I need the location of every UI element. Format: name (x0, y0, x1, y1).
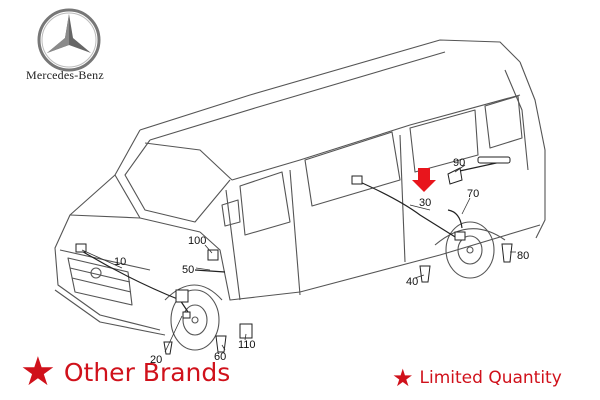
mercedes-star-icon (37, 8, 101, 72)
callout-100: 100 (188, 235, 207, 247)
callout-20: 20 (150, 354, 163, 366)
callout-70: 70 (467, 188, 480, 200)
rear-wheel (445, 221, 495, 279)
callout-50: 50 (182, 264, 195, 276)
highlight-arrow-icon (412, 168, 436, 192)
promo-other-brands: ★ Other Brands (20, 352, 230, 392)
brand-name: Mercedes-Benz (26, 68, 104, 82)
callout-30: 30 (419, 197, 432, 209)
front-wheel (170, 289, 220, 351)
callout-90: 90 (453, 157, 466, 169)
callout-60: 60 (214, 351, 227, 363)
callout-110: 110 (238, 339, 256, 351)
callout-40: 40 (406, 276, 419, 288)
callout-80: 80 (517, 250, 530, 262)
star-icon: ★ (20, 349, 56, 395)
callout-10: 10 (114, 256, 127, 268)
callout-leaders (81, 164, 516, 353)
promo-right-text: Limited Quantity (419, 368, 562, 388)
van-outline (54, 39, 546, 336)
star-icon: ★ (392, 364, 414, 392)
promo-limited-quantity: ★ Limited Quantity (392, 366, 562, 390)
promo-left-text: Other Brands (63, 357, 231, 387)
